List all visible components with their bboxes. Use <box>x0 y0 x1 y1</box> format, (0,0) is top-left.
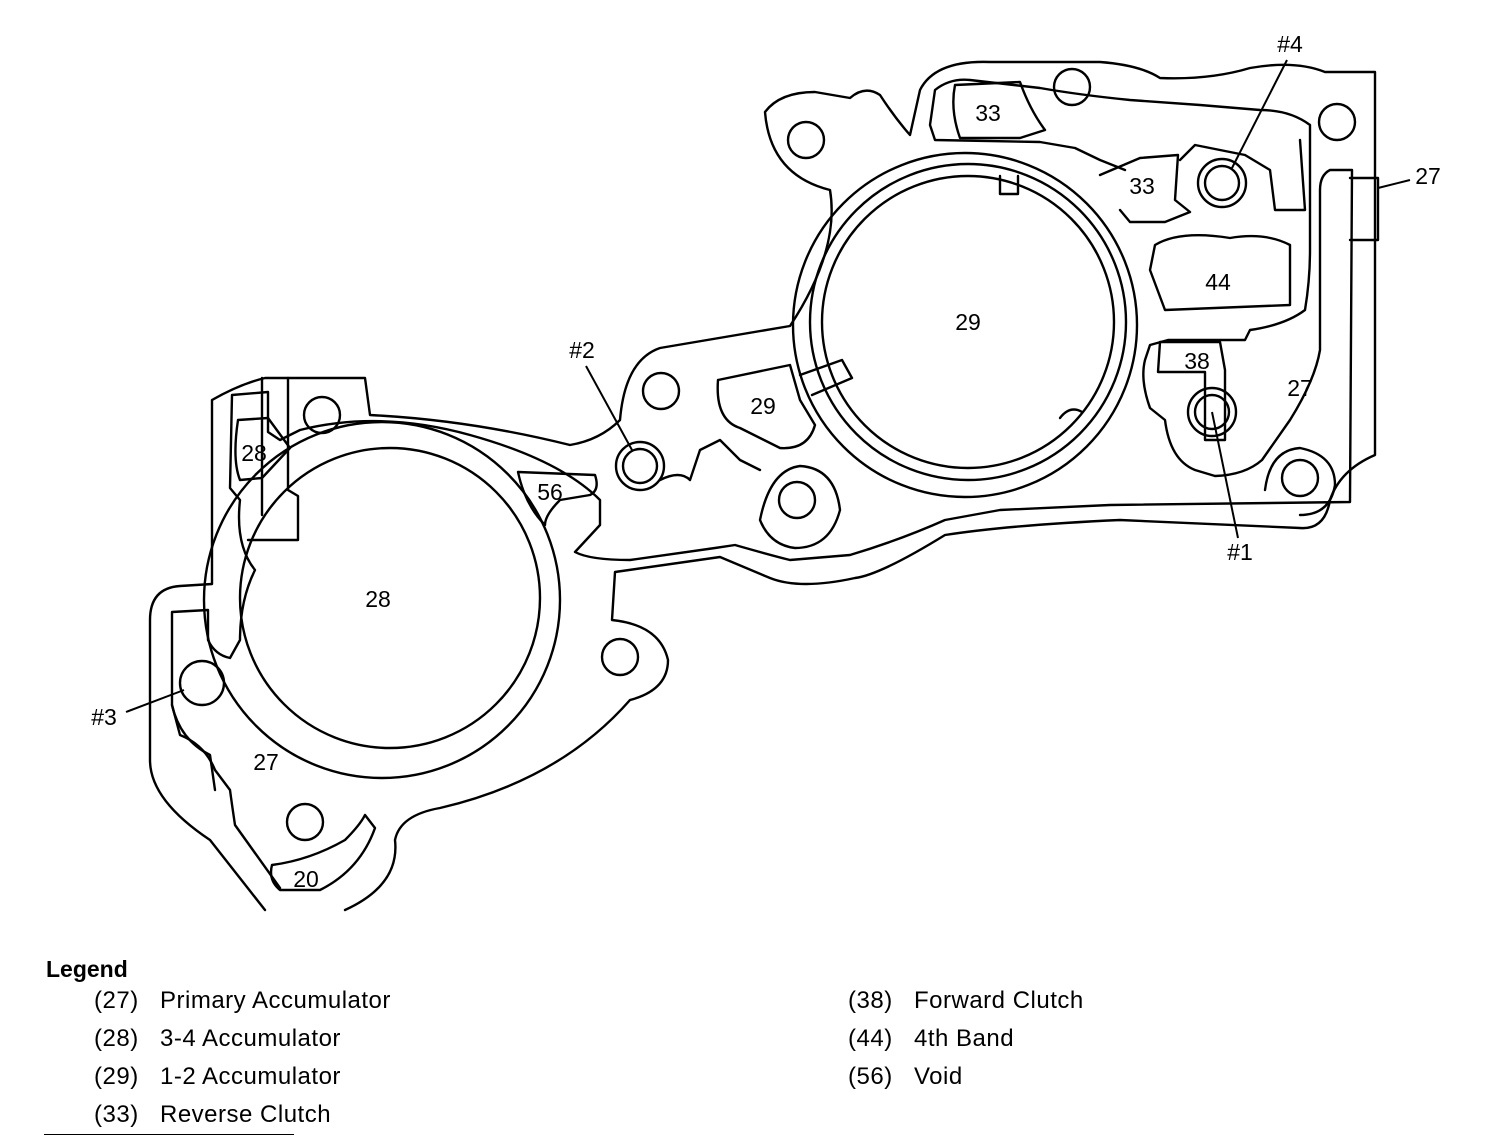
legend-title: Legend <box>46 956 128 982</box>
check-ball-seat-3 <box>178 659 226 707</box>
leader-line-4 <box>1231 59 1288 169</box>
legend-code: (44) <box>848 1025 893 1052</box>
passage-27-edge <box>1348 176 1380 242</box>
legend-item-56: (56) Void <box>848 1062 1084 1100</box>
legend-label: 4th Band <box>914 1025 1015 1052</box>
label-check-ball-2: #2 <box>569 337 595 363</box>
legend-label: 1-2 Accumulator <box>160 1063 341 1090</box>
bolt-hole <box>600 637 640 677</box>
label-check-ball-3: #3 <box>91 704 117 730</box>
legend-code: (38) <box>848 987 893 1014</box>
bore-29-outer <box>791 151 1139 499</box>
leader-line-27-edge <box>1377 179 1411 189</box>
check-ball-seat-4 <box>1196 157 1248 209</box>
legend-item-28: (28) 3-4 Accumulator <box>94 1024 391 1062</box>
check-ball-seat-1 <box>1186 386 1238 438</box>
gasket-outline <box>148 60 1377 912</box>
bolt-hole <box>1317 102 1357 142</box>
passage-56 <box>516 470 598 527</box>
check-ball-seat-2-inner <box>621 447 659 485</box>
leader-line-2 <box>585 365 633 451</box>
passage-4-channel <box>1178 138 1307 212</box>
bore-29-ring <box>808 162 1128 482</box>
legend-code: (33) <box>94 1101 139 1128</box>
bolt-hole <box>285 802 325 842</box>
bolt-hole <box>786 120 826 160</box>
passage-29-small <box>716 363 817 450</box>
label-region-44: 44 <box>1205 269 1231 295</box>
passage-2-channel <box>658 438 762 482</box>
passage-33-top <box>952 80 1047 140</box>
legend-code: (29) <box>94 1063 139 1090</box>
legend-item-44: (44) 4th Band <box>848 1024 1084 1062</box>
check-ball-seat-1-inner <box>1193 393 1231 431</box>
leader-line-1 <box>1211 411 1239 539</box>
legend-column-right: (38) Forward Clutch (44) 4th Band (56) Void <box>848 986 1084 1100</box>
bolt-hole <box>1052 67 1092 107</box>
passage-28-small <box>234 416 292 482</box>
legend-item-29: (29) 1-2 Accumulator <box>94 1062 391 1100</box>
bore-29-notch-lower <box>1058 408 1084 420</box>
label-region-29-big: 29 <box>955 309 981 335</box>
legend-label: 3-4 Accumulator <box>160 1025 341 1052</box>
bolt-hole <box>302 395 342 435</box>
bolt-boss <box>758 464 842 550</box>
legend-label: Void <box>914 1063 963 1090</box>
gasket-diagram: 20 27 27 28 28 29 29 33 33 38 44 56 27 #… <box>91 31 1441 912</box>
passage-44 <box>1148 234 1292 312</box>
check-ball-seat-4-inner <box>1203 164 1241 202</box>
bolt-hole <box>777 480 817 520</box>
legend-column-left: (27) Primary Accumulator (28) 3-4 Accumula… <box>94 986 391 1138</box>
label-check-ball-1: #1 <box>1227 539 1253 565</box>
passage-29-link <box>798 358 854 397</box>
leader-line-3 <box>125 689 185 713</box>
legend-label: Primary Accumulator <box>160 987 391 1014</box>
bolt-boss <box>1263 446 1337 517</box>
label-region-33-mid: 33 <box>1129 173 1155 199</box>
legend-code: (28) <box>94 1025 139 1052</box>
legend-label: Reverse Clutch <box>160 1101 332 1128</box>
bore-29-inner <box>820 174 1116 470</box>
bolt-hole <box>641 371 681 411</box>
bore-29-notch <box>998 174 1020 196</box>
legend-code: (27) <box>94 987 139 1014</box>
label-region-29-small: 29 <box>750 393 776 419</box>
bolt-hole <box>1280 458 1320 498</box>
gasket-bead <box>170 78 1354 890</box>
legend-item-33: (33) Reverse Clutch <box>94 1100 391 1138</box>
passage-3-channel <box>170 703 217 792</box>
legend-label: Forward Clutch <box>914 987 1084 1014</box>
bore-28-outer <box>202 420 562 780</box>
legend-item-27: (27) Primary Accumulator <box>94 986 391 1024</box>
label-region-38: 38 <box>1184 348 1210 374</box>
label-region-33-top: 33 <box>975 100 1001 126</box>
legend-code: (56) <box>848 1063 893 1090</box>
label-region-56: 56 <box>537 479 563 505</box>
legend-divider <box>44 1134 294 1135</box>
label-region-28-small: 28 <box>241 440 267 466</box>
passage-28-tab <box>246 376 300 542</box>
check-ball-seat-2 <box>614 440 666 492</box>
label-region-27-edge: 27 <box>1415 163 1441 189</box>
label-region-20: 20 <box>293 866 319 892</box>
passage-20 <box>269 813 377 892</box>
passage-33-mid <box>1098 153 1192 224</box>
label-check-ball-4: #4 <box>1277 31 1303 57</box>
legend-item-38: (38) Forward Clutch <box>848 986 1084 1024</box>
bore-28-inner <box>238 446 542 750</box>
passage-38 <box>1156 340 1227 442</box>
label-region-27-right: 27 <box>1287 375 1313 401</box>
label-region-27-left: 27 <box>253 749 279 775</box>
label-region-28-big: 28 <box>365 586 391 612</box>
